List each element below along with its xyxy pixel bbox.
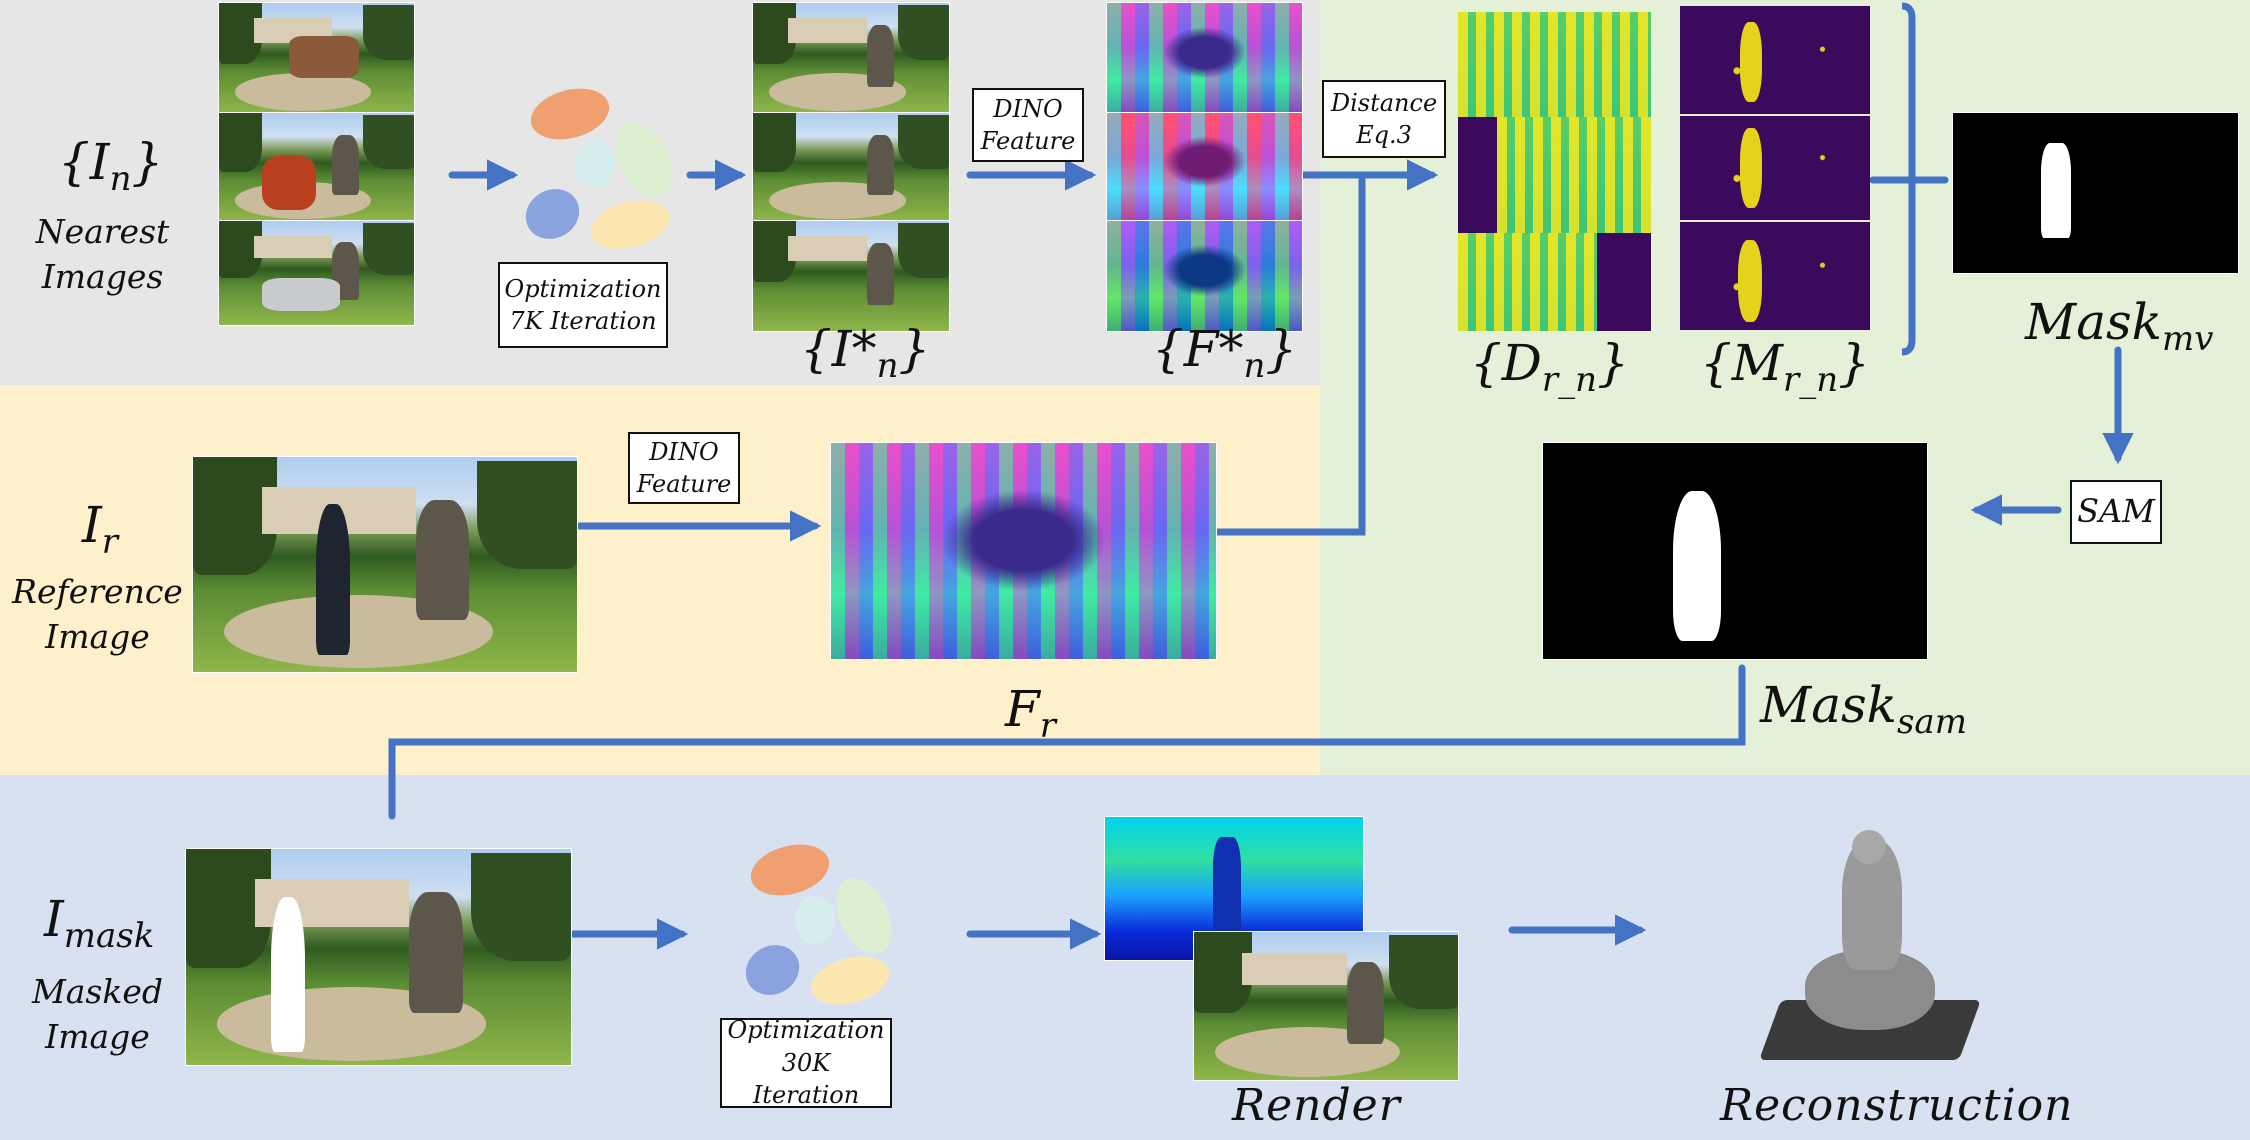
feature-maps-symbol: {F*n}: [1152, 320, 1298, 386]
reference-feature-symbol: Fr: [1005, 680, 1056, 746]
dino-feature-box-mid: DINO Feature: [628, 432, 740, 504]
reference-image-label: Reference Image: [12, 572, 183, 656]
gaussian-splat-icon: [516, 80, 683, 260]
masked-image-label: Masked Image: [31, 972, 164, 1056]
sam-box: SAM: [2070, 480, 2162, 544]
mask-maps-symbol: {Mr_n}: [1700, 334, 1870, 400]
reconstruction-caption: Reconstruction: [1720, 1080, 2074, 1131]
rendered-image: [1193, 931, 1459, 1081]
mask-map-1: [1680, 6, 1870, 114]
distance-map-2: [1458, 117, 1651, 233]
fr-to-distance-connector: [1213, 176, 1366, 536]
arrow-mask-to-masked-image: [388, 664, 1746, 820]
optimized-image-2: [752, 112, 950, 222]
optimized-image-3: [752, 220, 950, 332]
optimization-7k-box: Optimization 7K Iteration: [498, 262, 668, 348]
mask-map-2: [1680, 116, 1870, 220]
multiview-mask-symbol: Maskmv: [2025, 293, 2214, 359]
optimization-30k-box: Optimization 30K Iteration: [720, 1016, 892, 1109]
optimized-image-1: [752, 2, 950, 114]
masked-image: [185, 848, 572, 1066]
mask-bracket: [1901, 2, 1916, 356]
nearest-image-cow: [218, 2, 415, 114]
reference-feature-map: [830, 442, 1217, 660]
distance-map-3: [1458, 233, 1651, 331]
optimized-images-symbol: {I*n}: [800, 320, 931, 386]
nearest-image-motorbike: [218, 112, 415, 222]
masked-image-symbol: Imask: [44, 890, 155, 956]
nearest-images-symbol: {In}: [58, 133, 164, 199]
distance-maps-symbol: {Dr_n}: [1470, 334, 1629, 400]
nearest-image-car: [218, 220, 415, 326]
sam-mask-symbol: Masksam: [1760, 676, 1967, 742]
reconstruction-mesh: [1759, 830, 1981, 1070]
feature-map-3: [1106, 220, 1303, 332]
reference-image-symbol: Ir: [82, 496, 119, 562]
render-caption: Render: [1232, 1080, 1401, 1131]
distance-box: Distance Eq.3: [1322, 80, 1446, 158]
reference-image: [192, 456, 578, 673]
nearest-images-label: Nearest Images: [35, 212, 170, 296]
feature-map-2: [1106, 112, 1303, 222]
dino-feature-box-top: DINO Feature: [972, 88, 1084, 162]
mask-map-3: [1680, 222, 1870, 330]
gaussian-splat-icon-2: [736, 836, 903, 1020]
feature-map-1: [1106, 2, 1303, 114]
sam-mask-image: [1542, 442, 1928, 660]
distance-map-1: [1458, 12, 1651, 117]
multiview-mask-image: [1952, 112, 2239, 274]
